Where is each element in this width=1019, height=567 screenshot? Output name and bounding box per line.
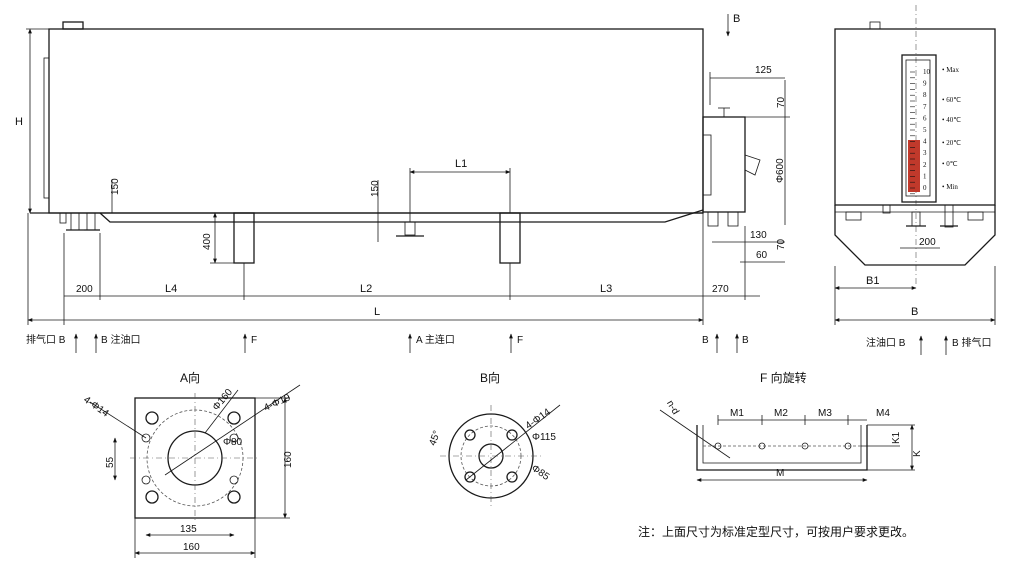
right-flange xyxy=(702,116,746,213)
view-F-M3: M3 xyxy=(818,408,832,419)
dim-B1: B1 xyxy=(866,275,879,287)
view-B-phi85: Φ85 xyxy=(529,463,551,483)
view-A-135: 135 xyxy=(180,524,197,535)
gauge-mark: • 20℃ xyxy=(942,139,961,147)
view-B-marker: B xyxy=(733,13,740,25)
view-A-hole4: 4-Φ14 xyxy=(81,394,111,419)
gauge-number: 5 xyxy=(923,126,927,134)
gauge-mark: • Min xyxy=(942,183,958,191)
label-F2: F xyxy=(517,335,523,346)
gauge-number: 0 xyxy=(923,184,927,192)
dim-L4: L4 xyxy=(165,283,177,295)
view-F-M2: M2 xyxy=(774,408,788,419)
dim-200: 200 xyxy=(76,284,93,295)
view-F-nd: n-d xyxy=(664,399,681,417)
label-F1: F xyxy=(251,335,257,346)
gauge-number: 10 xyxy=(923,68,931,76)
gauge-number: 8 xyxy=(923,91,927,99)
view-A-160v: 160 xyxy=(283,451,294,468)
gauge-fill xyxy=(908,140,920,192)
label-vent: 排气口 B xyxy=(26,333,66,346)
view-F-channel xyxy=(696,425,868,471)
view-F-title: F 向旋转 xyxy=(760,370,807,385)
view-F-K: K xyxy=(912,450,923,457)
label-main: A 主连口 xyxy=(416,333,455,346)
dim-150-left: 150 xyxy=(110,178,121,195)
dim-L2: L2 xyxy=(360,283,372,295)
side-label-vent: B 排气口 xyxy=(952,336,991,349)
view-A-phi80: Φ80 xyxy=(223,437,243,448)
view-A-160h: 160 xyxy=(183,542,200,553)
view-A-55: 55 xyxy=(105,456,116,468)
gauge-mark: • 0℃ xyxy=(942,160,958,168)
footnote: 注：上面尺寸为标准定型尺寸，可按用户要求更改。 xyxy=(638,524,914,539)
dim-70-top: 70 xyxy=(776,96,787,108)
view-B-hole: 4-Φ14 xyxy=(524,407,554,432)
view-F-M: M xyxy=(776,468,784,479)
gauge-number: 2 xyxy=(923,161,927,169)
top-nozzle xyxy=(62,21,84,30)
view-B: B向 4-Φ14 45° Φ115 Φ85 xyxy=(427,370,561,507)
view-F: F 向旋转 n-d M1 M2 M3 M4 M K1 K xyxy=(659,370,923,482)
dim-L3: L3 xyxy=(600,283,612,295)
gauge-number: 3 xyxy=(923,149,927,157)
gauge-number: 7 xyxy=(923,103,927,111)
view-A-title: A向 xyxy=(180,370,200,385)
dim-125: 125 xyxy=(755,65,772,76)
view-F-M4: M4 xyxy=(876,408,890,419)
gauge-mark: • Max xyxy=(942,66,960,74)
dim-400: 400 xyxy=(202,233,213,250)
label-fill: B 注油口 xyxy=(101,333,140,346)
view-B-45: 45° xyxy=(427,429,443,447)
dim-270: 270 xyxy=(712,284,729,295)
view-A: A向 4-Φ14 4-Φ19 Φ160 Φ80 55 160 135 160 xyxy=(81,370,301,558)
label-B1: B xyxy=(702,335,709,346)
view-B-title: B向 xyxy=(480,370,500,385)
view-F-M1: M1 xyxy=(730,408,744,419)
side-label-fill: 注油口 B xyxy=(866,336,906,349)
gauge-mark: • 60℃ xyxy=(942,96,961,104)
dim-side-200: 200 xyxy=(919,237,936,248)
dim-H: H xyxy=(15,116,23,128)
gauge-number: 9 xyxy=(923,80,927,88)
left-strip xyxy=(43,57,50,199)
dim-70-bottom: 70 xyxy=(776,238,787,250)
label-B2: B xyxy=(742,335,749,346)
foot-right xyxy=(499,212,521,264)
foot-left xyxy=(233,212,255,264)
side-body xyxy=(834,28,996,206)
dim-B: B xyxy=(911,306,918,318)
dim-L1: L1 xyxy=(455,158,467,170)
front-view: H 150 400 150 L1 200 L4 L2 L3 270 L xyxy=(15,13,790,353)
dim-L: L xyxy=(374,306,380,318)
level-gauge xyxy=(901,54,937,203)
dim-130: 130 xyxy=(750,230,767,241)
gauge-number: 1 xyxy=(923,172,927,180)
gauge-number: 4 xyxy=(923,138,927,146)
dim-phi600: Φ600 xyxy=(775,158,786,183)
gauge-number: 6 xyxy=(923,114,927,122)
dim-150-mid: 150 xyxy=(370,180,381,197)
view-B-phi115: Φ115 xyxy=(532,432,556,443)
gauge-mark: • 40℃ xyxy=(942,116,961,124)
dim-60: 60 xyxy=(756,250,768,261)
view-F-K1: K1 xyxy=(891,431,902,444)
view-A-hole4b: 4-Φ19 xyxy=(262,392,292,414)
